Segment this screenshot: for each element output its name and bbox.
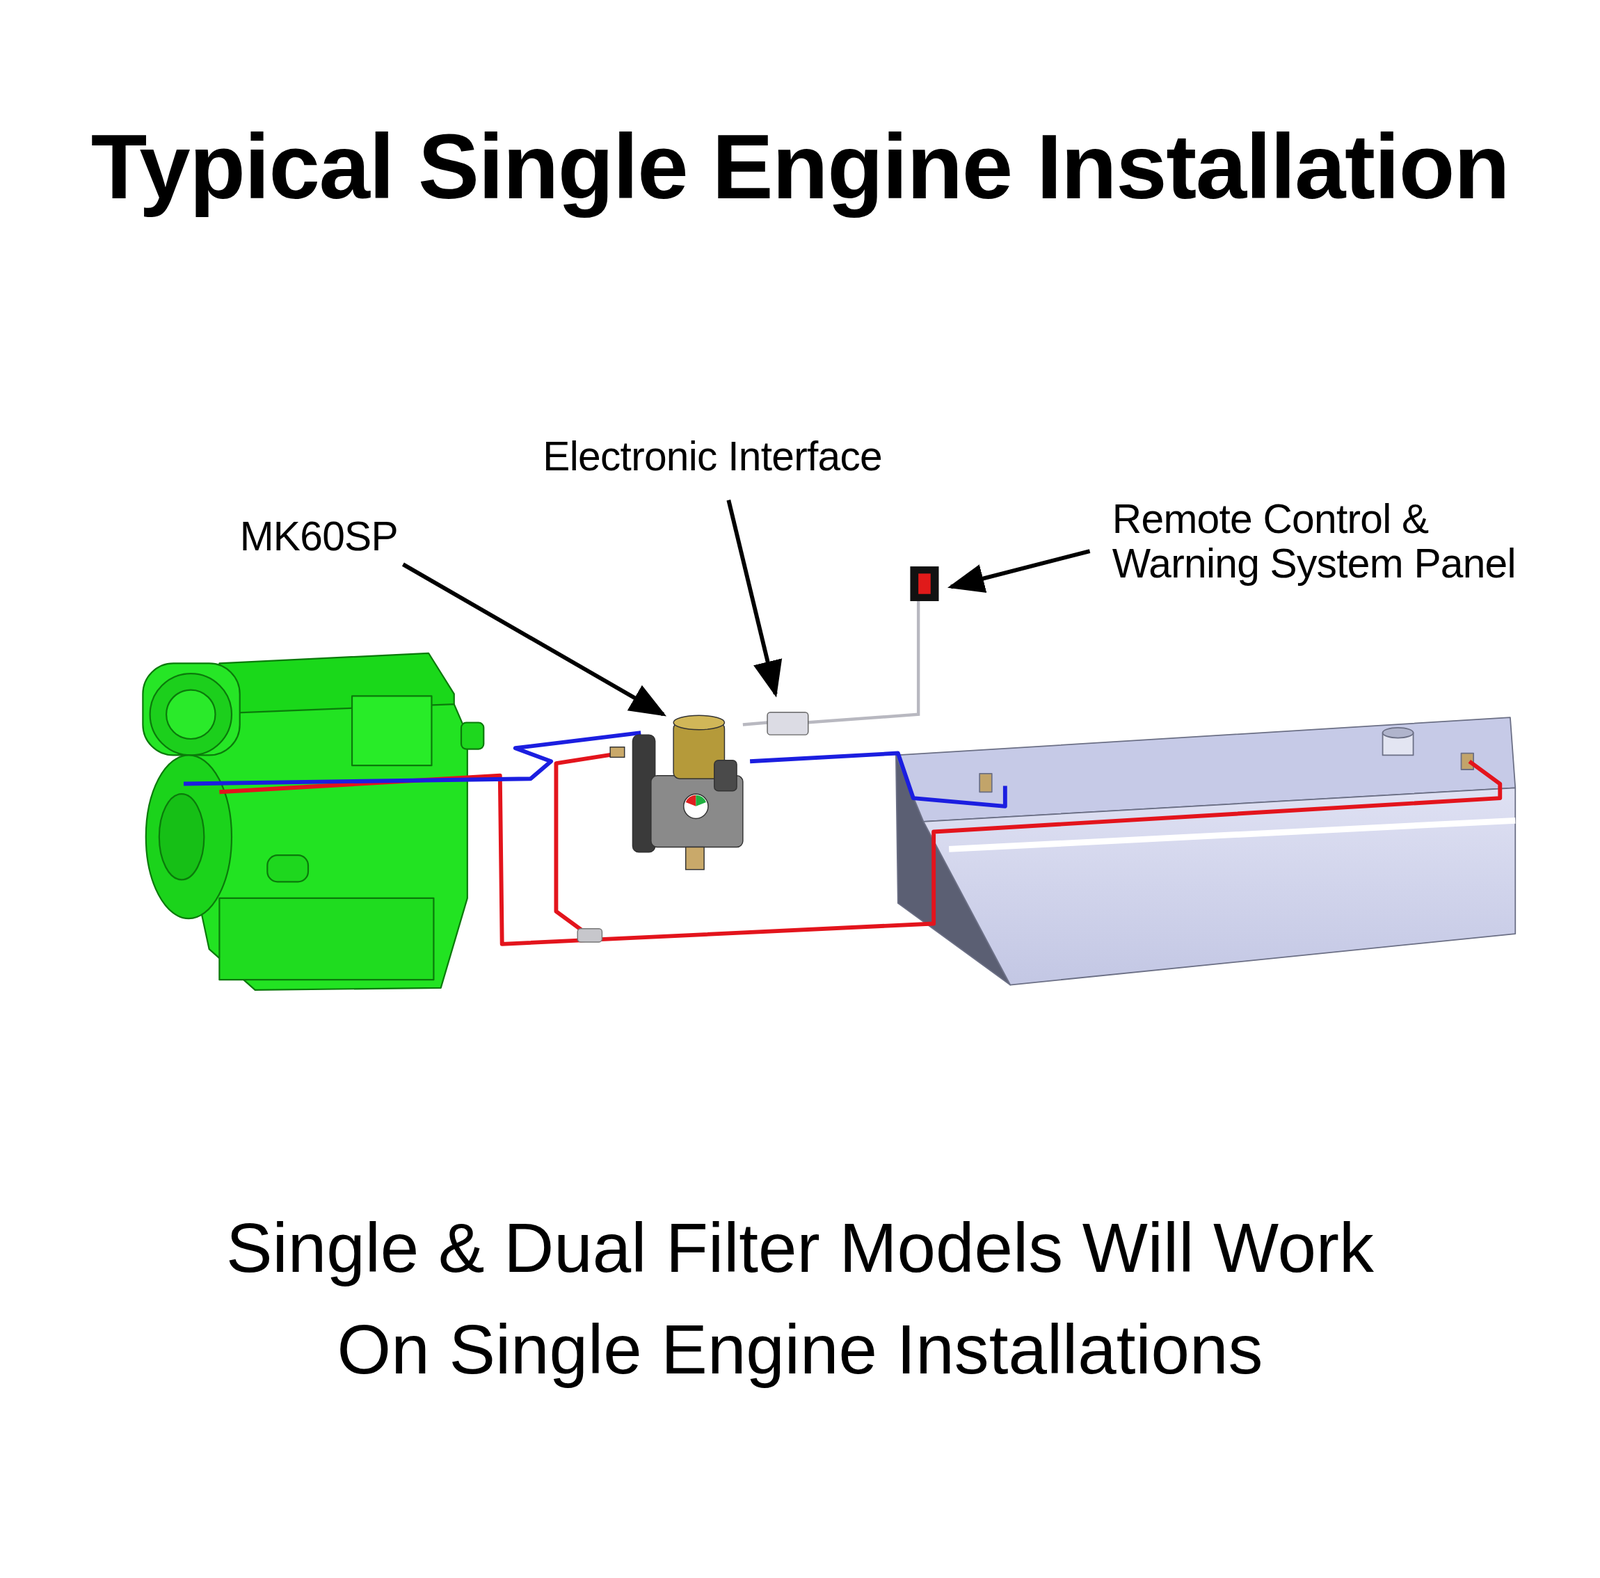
supply-line [749, 753, 1006, 807]
return-line [555, 753, 620, 935]
callout-label: MK60SP [240, 513, 444, 559]
gauge [683, 793, 709, 819]
engine-turbo-face [150, 673, 232, 755]
filter-assembly [610, 715, 743, 869]
engine-turbo-inner [166, 690, 215, 739]
supply-line [183, 732, 641, 784]
caption-wrap: Single & Dual Filter Models Will Work On… [187, 1195, 1413, 1400]
engine-bellhousing-inner [159, 793, 205, 880]
engine-turbo [142, 662, 240, 755]
tank-fitting [979, 773, 992, 792]
electronic-interface-box [767, 712, 809, 735]
leader-lines [402, 500, 1090, 715]
filter-drain [685, 846, 704, 869]
title: Typical Single Engine Installation [0, 114, 1600, 220]
label-wrap: Electronic Interface [542, 433, 931, 479]
filter-valve [714, 760, 737, 791]
tee-fitting [577, 928, 602, 942]
tank-front [923, 787, 1516, 985]
leader-line [950, 550, 1090, 587]
engine-sump [219, 898, 434, 980]
fuel-tank [896, 717, 1516, 985]
leader-line [402, 564, 663, 715]
gauge-red [685, 795, 697, 807]
filter-port [610, 747, 625, 758]
callout-label: Electronic Interface [542, 433, 931, 479]
title-wrap: Typical Single Engine Installation [0, 114, 1600, 220]
engine-box [352, 695, 432, 766]
control-panel [909, 566, 939, 602]
control-panel-lamp [918, 573, 931, 594]
label-wrap: Remote Control & Warning System Panel [1112, 496, 1546, 586]
gauge-green [695, 795, 707, 807]
engine [142, 653, 484, 990]
tank-filler-cap [1382, 727, 1414, 739]
return-line [219, 761, 1500, 944]
engine-bellhousing [146, 754, 232, 919]
caption: Single & Dual Filter Models Will Work On… [187, 1195, 1413, 1400]
leader-line [728, 500, 775, 695]
callout-label: Remote Control & Warning System Panel [1112, 496, 1546, 586]
filter-lid [673, 715, 725, 730]
engine-knob [461, 722, 484, 750]
engine-boss [267, 854, 309, 882]
label-wrap: MK60SP [240, 513, 444, 559]
fuel-lines [183, 732, 1500, 944]
